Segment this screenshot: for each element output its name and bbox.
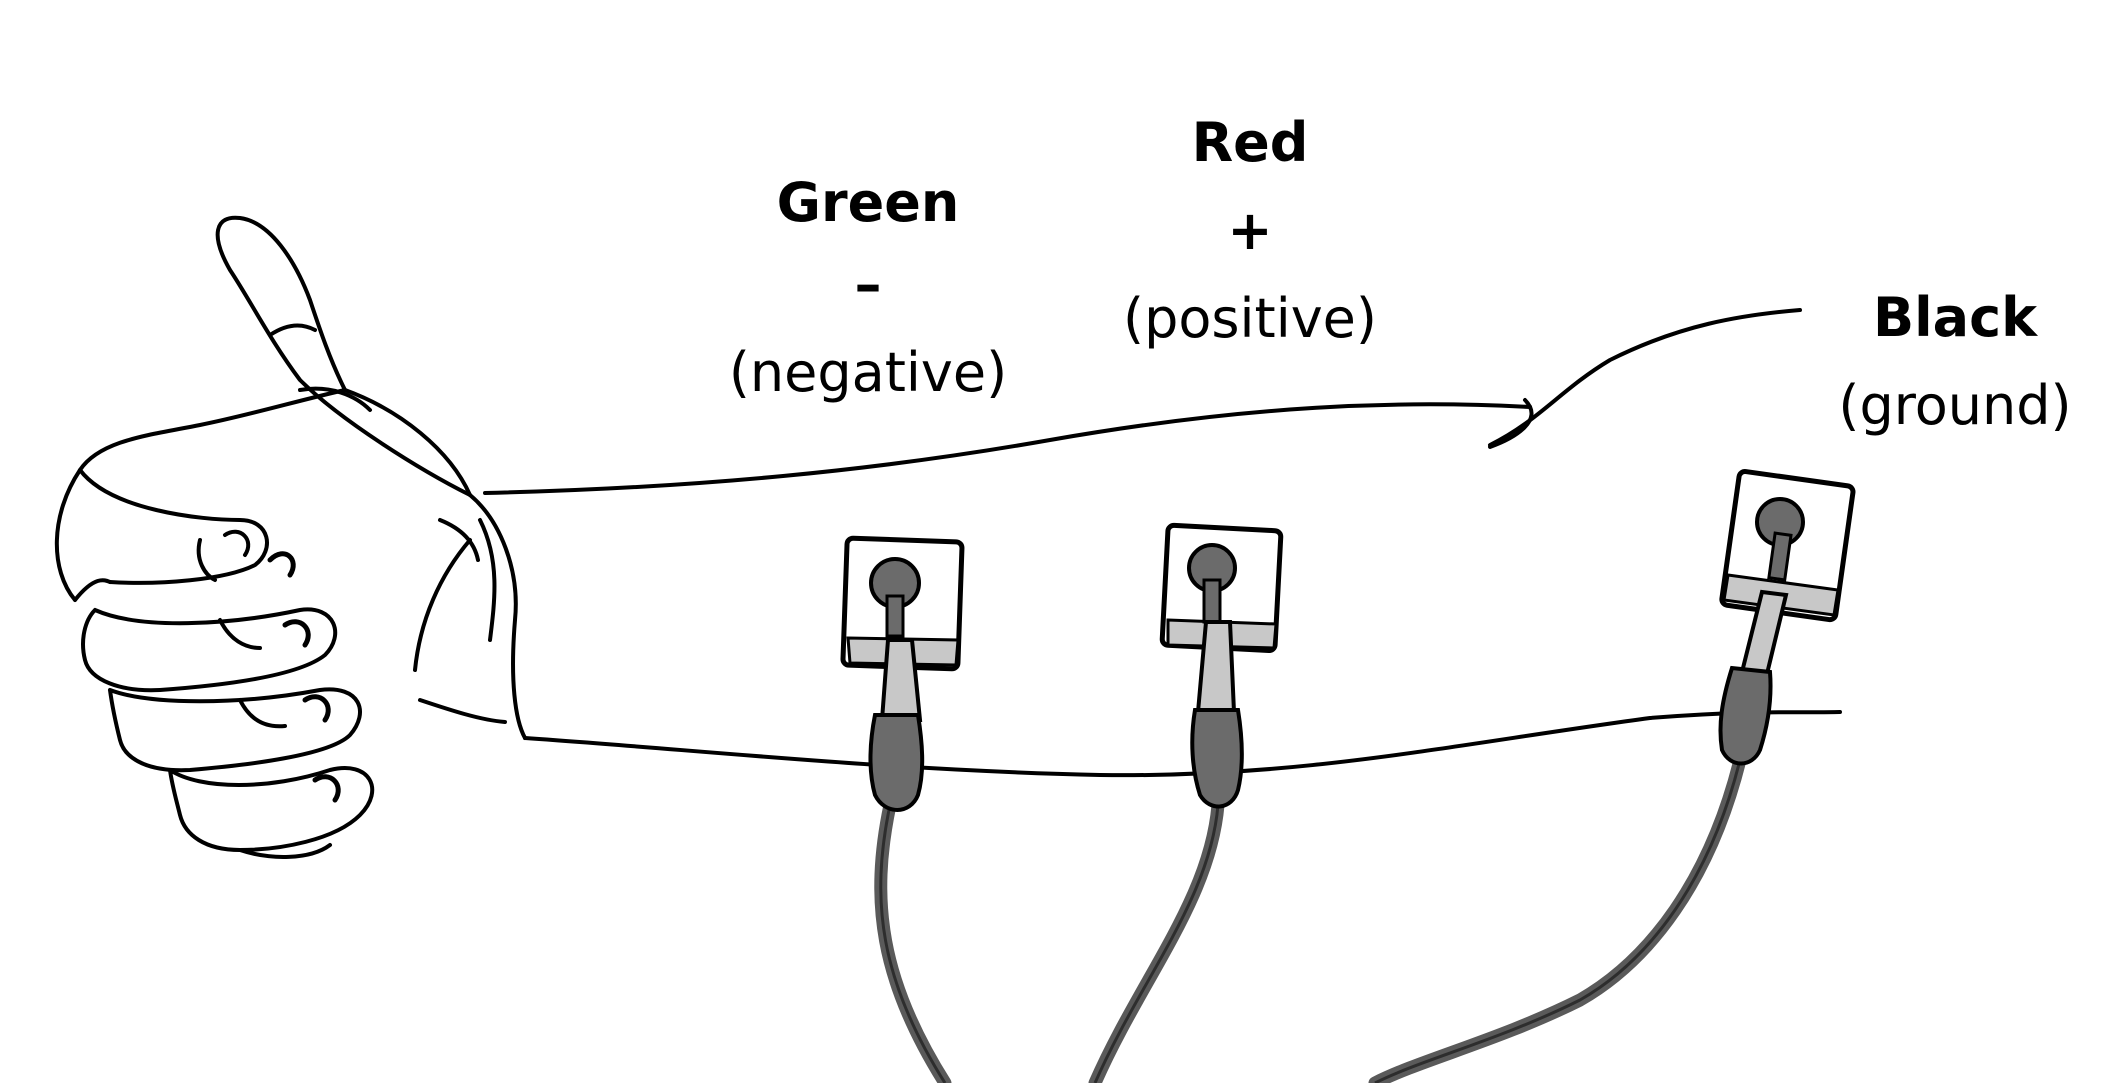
label-green-description: (negative): [728, 341, 1008, 404]
label-red-name: Red: [1191, 111, 1309, 174]
arm-lower-edge: [523, 710, 1842, 778]
palm-back: [54, 388, 347, 602]
lead-clip-green: [868, 713, 925, 812]
label-red-symbol: +: [1227, 199, 1273, 262]
arm-illustration: [54, 215, 1842, 859]
cable-black: [1368, 753, 1747, 1083]
wrist-contour: [468, 493, 527, 740]
finger-1: [78, 468, 269, 585]
electrode-black: [1368, 468, 1856, 1083]
label-black-name: Black: [1872, 286, 2038, 349]
label-red-electrode: Red + (positive): [1100, 116, 1400, 346]
arm-upper-edge: [483, 402, 1532, 495]
label-green-symbol: –: [854, 253, 882, 316]
finger-2: [81, 607, 338, 693]
lead-clip-red: [1190, 708, 1244, 809]
cable-green: [874, 798, 952, 1083]
upper-arm-edge: [1488, 308, 1802, 447]
label-green-name: Green: [776, 171, 960, 234]
label-red-description: (positive): [1123, 287, 1377, 350]
elbow-crease: [1488, 398, 1534, 449]
lead-clip-black: [1718, 665, 1773, 766]
electrode-green: [840, 535, 965, 1083]
electrode-red: [1088, 522, 1284, 1083]
cable-red: [1088, 798, 1225, 1083]
finger-4: [168, 766, 375, 852]
label-green-electrode: Green – (negative): [718, 176, 1018, 400]
label-black-description: (ground): [1838, 374, 2072, 437]
thumb: [215, 215, 472, 497]
label-black-electrode: Black (ground): [1805, 291, 2105, 433]
